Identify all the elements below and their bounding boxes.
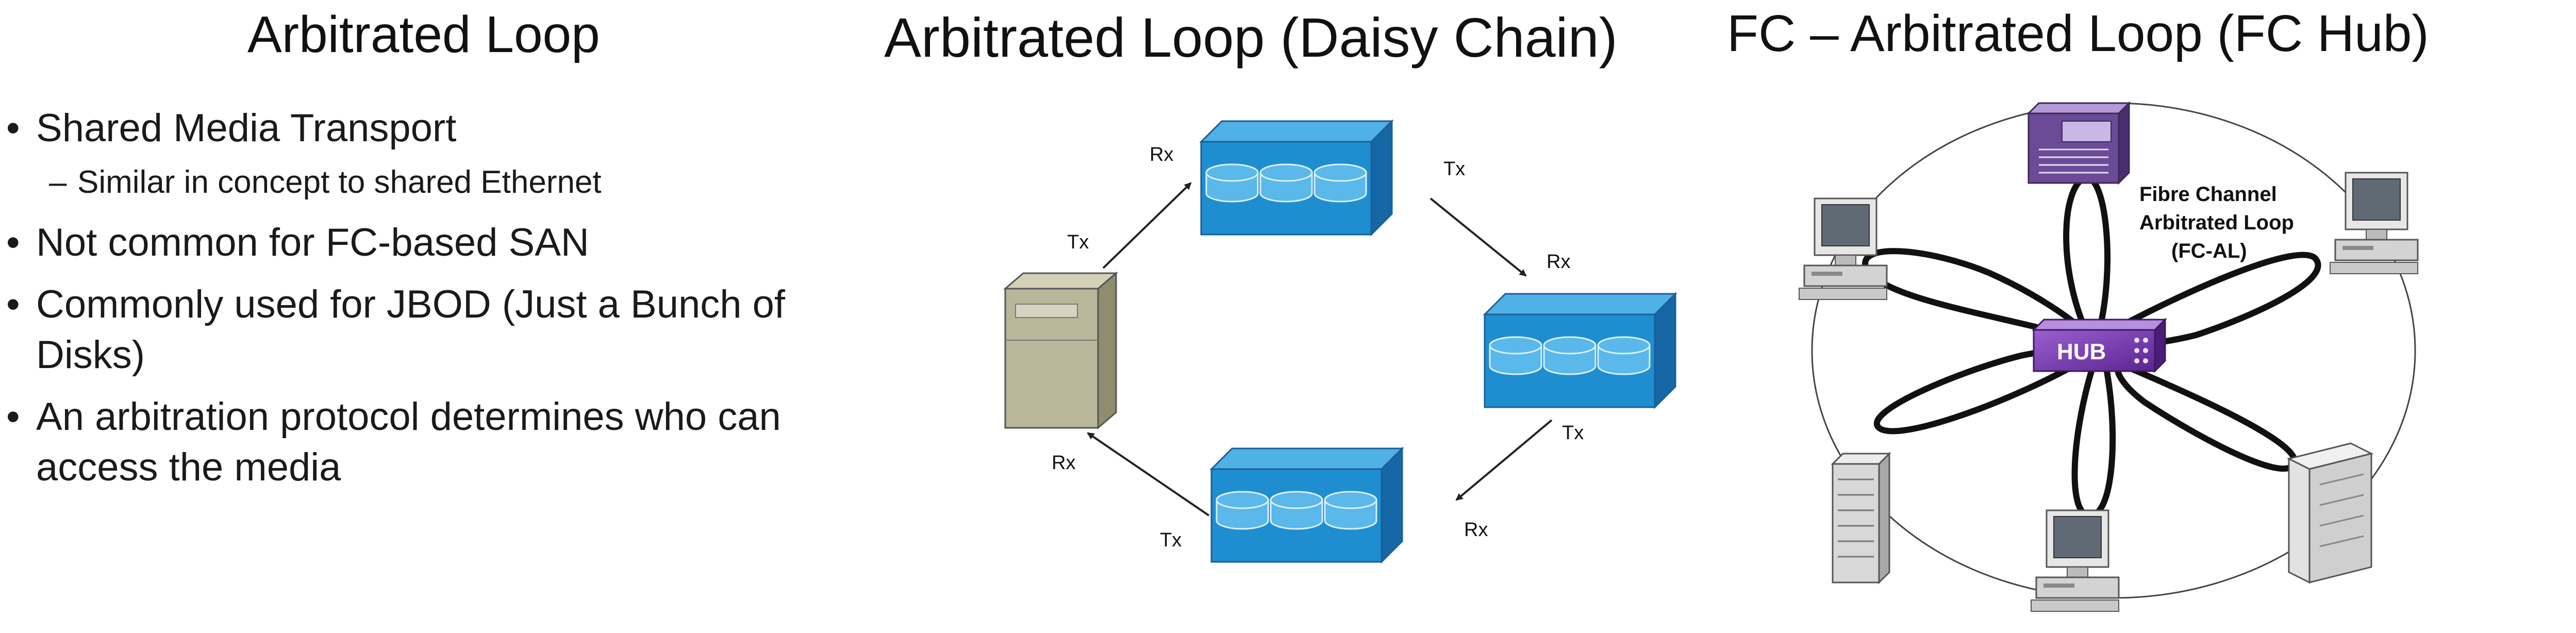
bullet-item: • Commonly used for JBOD (Just a Bunch o… — [0, 279, 866, 380]
hub-label: HUB — [2057, 339, 2106, 364]
rx-label: Rx — [1150, 144, 1173, 165]
disk-array-icon — [1484, 293, 1676, 408]
tape-library-icon — [2026, 101, 2131, 185]
hub-icon: HUB — [2032, 318, 2167, 373]
rx-label: Rx — [1464, 519, 1488, 541]
bullet-marker: • — [6, 221, 20, 264]
title-daisy-chain: Arbitrated Loop (Daisy Chain) — [884, 6, 1618, 69]
desktop-computer-icon — [1798, 197, 1888, 301]
loop-label-line3: (FC-AL) — [2171, 240, 2247, 262]
sub-bullet-text: Similar in concept to shared Ethernet — [77, 164, 602, 200]
disk-array-icon — [1200, 120, 1393, 236]
server-icon — [2286, 442, 2374, 584]
dash-marker: – — [49, 164, 67, 200]
bullet-text: An arbitration protocol determines who c… — [36, 395, 781, 489]
rack-server-icon — [1831, 452, 1891, 585]
title-fc-hub: FC – Arbitrated Loop (FC Hub) — [1727, 5, 2429, 62]
bullet-item: • An arbitration protocol determines who… — [0, 392, 866, 493]
bullet-text: Commonly used for JBOD (Just a Bunch of … — [36, 282, 786, 377]
bullet-marker: • — [6, 395, 20, 439]
sub-bullet-item: – Similar in concept to shared Ethernet — [0, 162, 866, 203]
loop-label-line2: Arbitrated Loop — [2139, 211, 2294, 234]
tx-label: Tx — [1067, 231, 1089, 253]
rx-label: Rx — [1547, 251, 1570, 273]
rx-label: Rx — [1052, 452, 1075, 474]
fc-hub-diagram: HUB Fibre Channel Arbitrated Loop (FC-AL… — [1798, 101, 2419, 612]
bullet-text: Shared Media Transport — [36, 106, 457, 150]
disk-array-icon — [1210, 447, 1403, 563]
loop-label-line1: Fibre Channel — [2139, 183, 2277, 206]
server-icon — [1003, 271, 1119, 430]
daisy-chain-diagram: Rx Tx Tx Rx Tx Rx Rx Tx — [1003, 120, 1676, 563]
bullet-marker: • — [6, 106, 20, 150]
bullet-item: • Shared Media Transport — [0, 103, 866, 154]
tx-label: Tx — [1443, 158, 1465, 180]
bullet-text: Not common for FC-based SAN — [36, 221, 589, 264]
bullet-marker: • — [6, 282, 20, 326]
bullet-item: • Not common for FC-based SAN — [0, 218, 866, 268]
desktop-computer-icon — [2329, 172, 2419, 275]
tx-label: Tx — [1562, 422, 1584, 444]
title-arbitrated-loop: Arbitrated Loop — [247, 6, 600, 63]
bullet-list: • Shared Media Transport – Similar in co… — [0, 103, 866, 504]
tx-label: Tx — [1160, 529, 1182, 551]
desktop-computer-icon — [2030, 509, 2120, 612]
